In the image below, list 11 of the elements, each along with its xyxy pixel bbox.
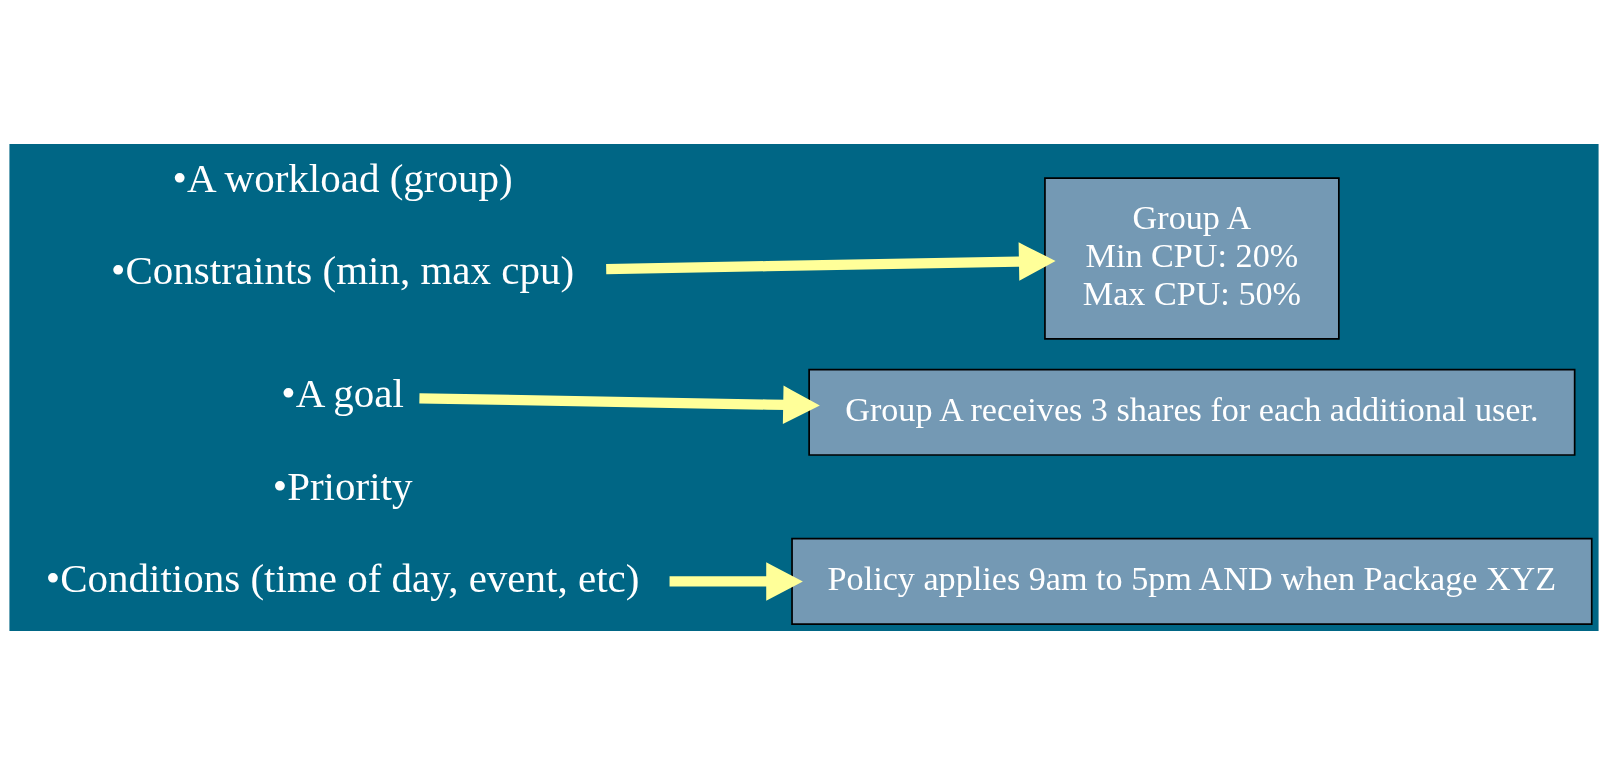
- arrow: [669, 561, 803, 601]
- node-box: Group A Min CPU: 20% Max CPU: 50%: [1044, 176, 1340, 340]
- node-text: •Constraints (min, max cpu): [111, 246, 575, 293]
- node-box: Group A receives 3 shares for each additional user.: [808, 368, 1576, 456]
- arrow: [419, 385, 820, 424]
- arrow: [606, 241, 1056, 281]
- node-text: •A goal: [281, 369, 404, 416]
- node-text: •A workload (group): [172, 154, 513, 201]
- node-box: Policy applies 9am to 5pm AND when Package XYZ: [791, 537, 1593, 625]
- node-text: •Conditions (time of day, event, etc): [45, 554, 640, 601]
- node-text: •Priority: [272, 462, 413, 509]
